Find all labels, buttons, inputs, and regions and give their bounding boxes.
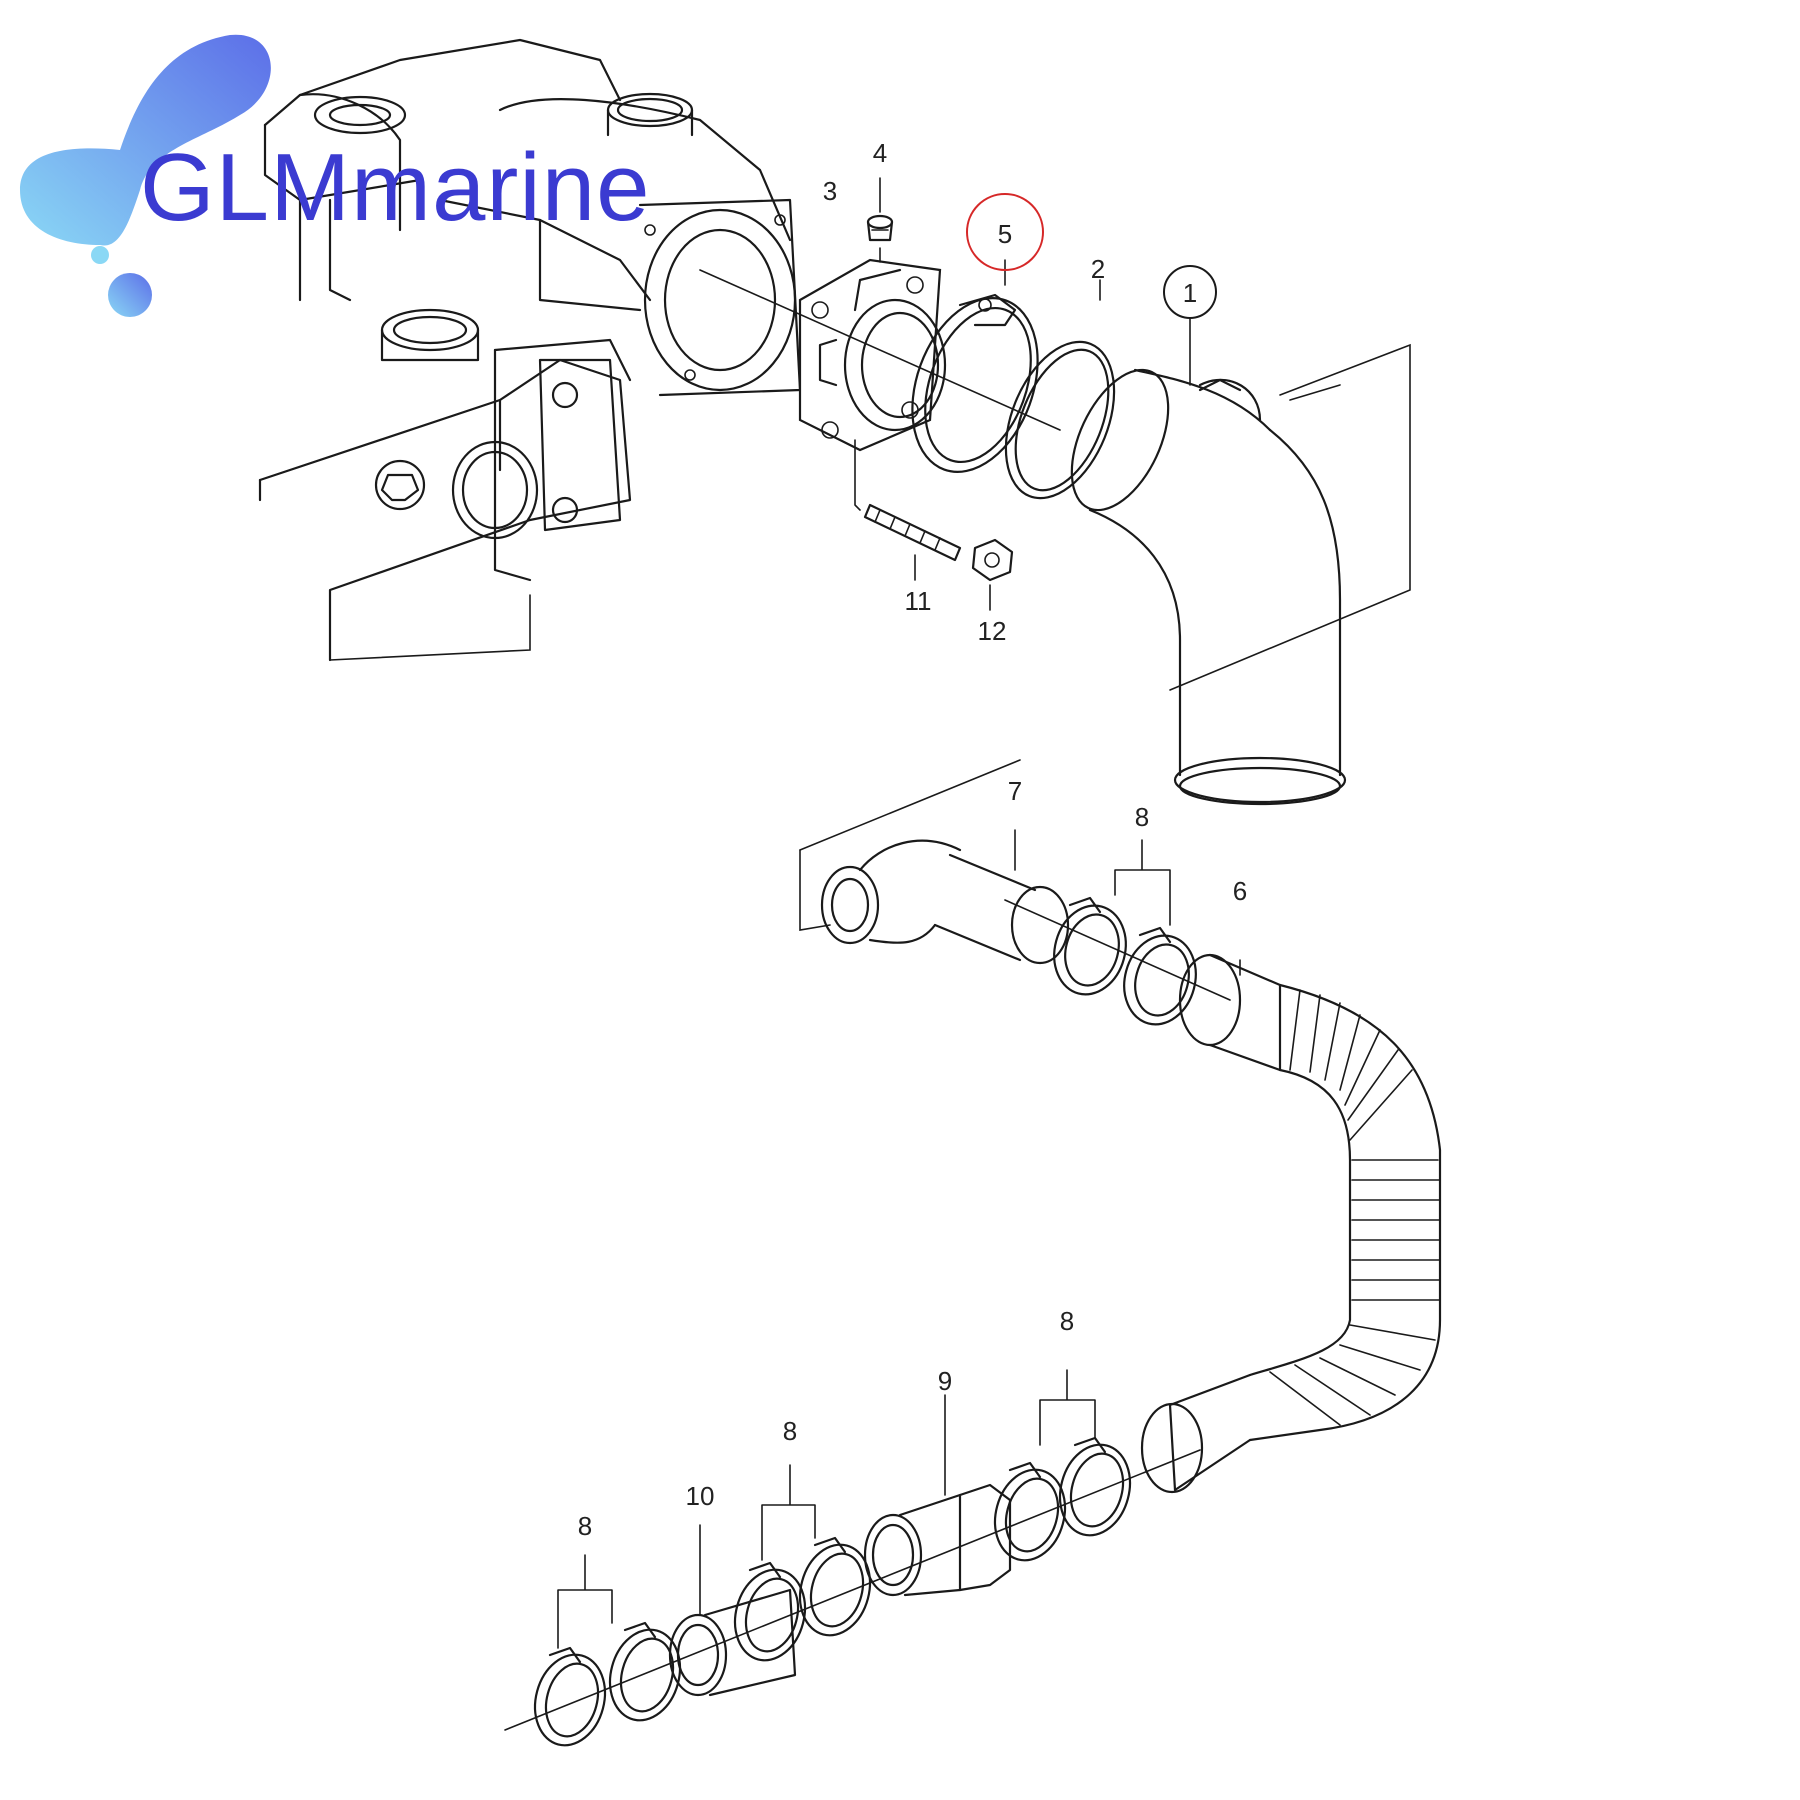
callout-8-top: 8 xyxy=(1135,802,1149,832)
callout-8-bottom: 8 xyxy=(578,1511,592,1541)
part-2-gasket-ring xyxy=(1004,279,1116,500)
callout-3: 3 xyxy=(823,176,837,206)
part-5-v-clamp xyxy=(911,259,1039,473)
assembly-axis-line-top xyxy=(1004,899,1231,1001)
assembly-axis-line xyxy=(504,1449,1201,1731)
callout-10: 10 xyxy=(686,1481,715,1511)
callout-5: 5 xyxy=(998,219,1012,249)
callout-6: 6 xyxy=(1233,876,1247,906)
callout-11: 11 xyxy=(905,586,932,616)
part-12-nut xyxy=(971,538,1014,611)
part-8-hose-clamps-mid xyxy=(993,1369,1132,1562)
part-11-stud xyxy=(854,439,962,581)
part-9-coupler xyxy=(863,1394,1012,1597)
part-8-hose-clamps-lower xyxy=(733,1464,872,1662)
brand-logo-splash xyxy=(20,34,271,317)
part-4-plug xyxy=(866,177,894,263)
part-3-flange-adapter xyxy=(798,258,947,452)
callout-2: 2 xyxy=(1091,254,1105,284)
part-10-sleeve xyxy=(668,1524,797,1697)
callout-7: 7 xyxy=(1008,776,1022,806)
highlight-circle-part-5 xyxy=(966,193,1044,271)
callout-8-mid: 8 xyxy=(1060,1306,1074,1336)
callout-8-lower: 8 xyxy=(783,1416,797,1446)
engine-block xyxy=(258,38,802,662)
callout-4: 4 xyxy=(873,138,887,168)
upper-axis-line xyxy=(699,269,1061,431)
part-7-elbow-fitting xyxy=(799,759,1070,965)
part-8-hose-clamps-top xyxy=(1053,839,1197,1026)
part-1-elbow xyxy=(1070,343,1411,806)
callout-1: 1 xyxy=(1183,278,1197,308)
callout-12: 12 xyxy=(978,616,1007,646)
callout-9: 9 xyxy=(938,1366,952,1396)
callout-labels: 1 2 3 4 5 6 7 8 8 8 8 9 10 11 12 xyxy=(578,138,1247,1541)
part-6-corrugated-hose xyxy=(1140,953,1442,1494)
brand-wordmark: GLMmarine xyxy=(140,134,651,241)
part-8-hose-clamps-bottom xyxy=(533,1554,682,1747)
